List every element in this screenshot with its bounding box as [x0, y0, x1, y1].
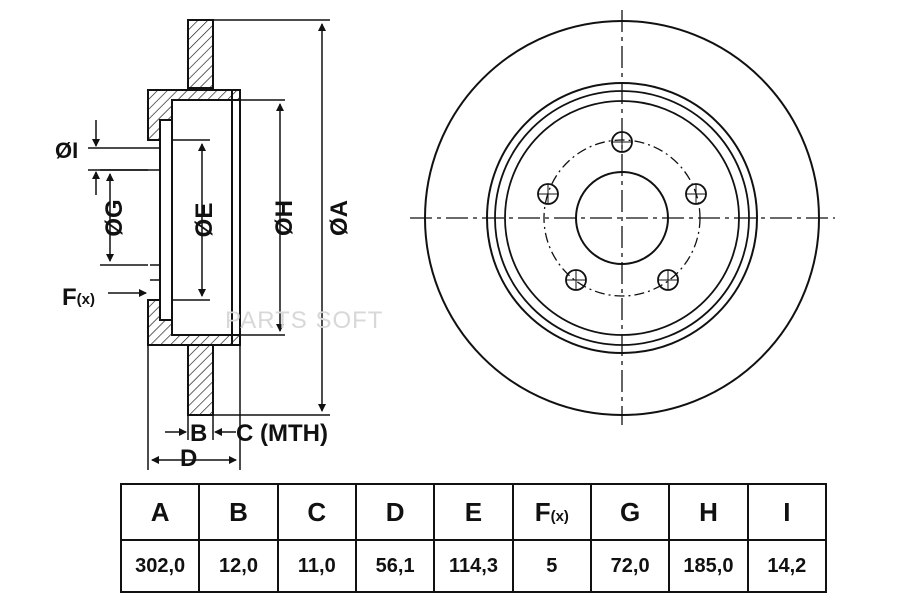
- value-cell: 56,1: [354, 539, 436, 593]
- value-cell: 72,0: [589, 539, 671, 593]
- header-cell: C: [276, 483, 357, 541]
- header-cell: B: [198, 483, 279, 541]
- header-cell: E: [433, 483, 514, 541]
- header-cell: G: [589, 483, 671, 541]
- header-cell: A: [119, 483, 201, 541]
- value-cell: 12,0: [198, 539, 279, 593]
- header-cell: D: [354, 483, 436, 541]
- value-cell: 185,0: [668, 539, 749, 593]
- hub-flange: [148, 139, 161, 301]
- table-header-row: A B C D E F(x) G H I: [119, 483, 828, 541]
- value-cell: 302,0: [119, 539, 201, 593]
- friction-ring-upper: [187, 19, 214, 89]
- brake-disc-drawing: ØA ØH ØE ØG ØI F(x) B C (MTH) D PARTS: [55, 10, 835, 470]
- front-view: [410, 10, 835, 425]
- header-cell: I: [746, 483, 828, 541]
- label-d: D: [180, 445, 197, 470]
- label-f: F(x): [62, 284, 95, 311]
- value-cell: 114,3: [433, 539, 514, 593]
- dimension-table: A B C D E F(x) G H I 302,0 12,0 11,0 56,…: [119, 483, 828, 593]
- value-cell: 11,0: [276, 539, 357, 593]
- label-b: B: [190, 420, 207, 447]
- value-cell: 14,2: [746, 539, 828, 593]
- watermark: PARTS SOFT: [225, 307, 383, 334]
- label-a: ØA: [326, 200, 353, 236]
- table-value-row: 302,0 12,0 11,0 56,1 114,3 5 72,0 185,0 …: [119, 539, 828, 593]
- header-cell: F(x): [511, 483, 592, 541]
- side-dimensions: [88, 19, 330, 470]
- value-cell: 5: [511, 539, 592, 593]
- label-h: ØH: [271, 200, 298, 236]
- label-g: ØG: [101, 199, 128, 236]
- label-e: ØE: [191, 203, 218, 238]
- hat-wall-upper: [147, 89, 241, 141]
- label-i: ØI: [55, 138, 78, 163]
- header-cell: H: [668, 483, 749, 541]
- label-c: C (MTH): [236, 420, 328, 447]
- friction-ring-lower: [187, 344, 214, 416]
- side-section-view: [140, 19, 241, 416]
